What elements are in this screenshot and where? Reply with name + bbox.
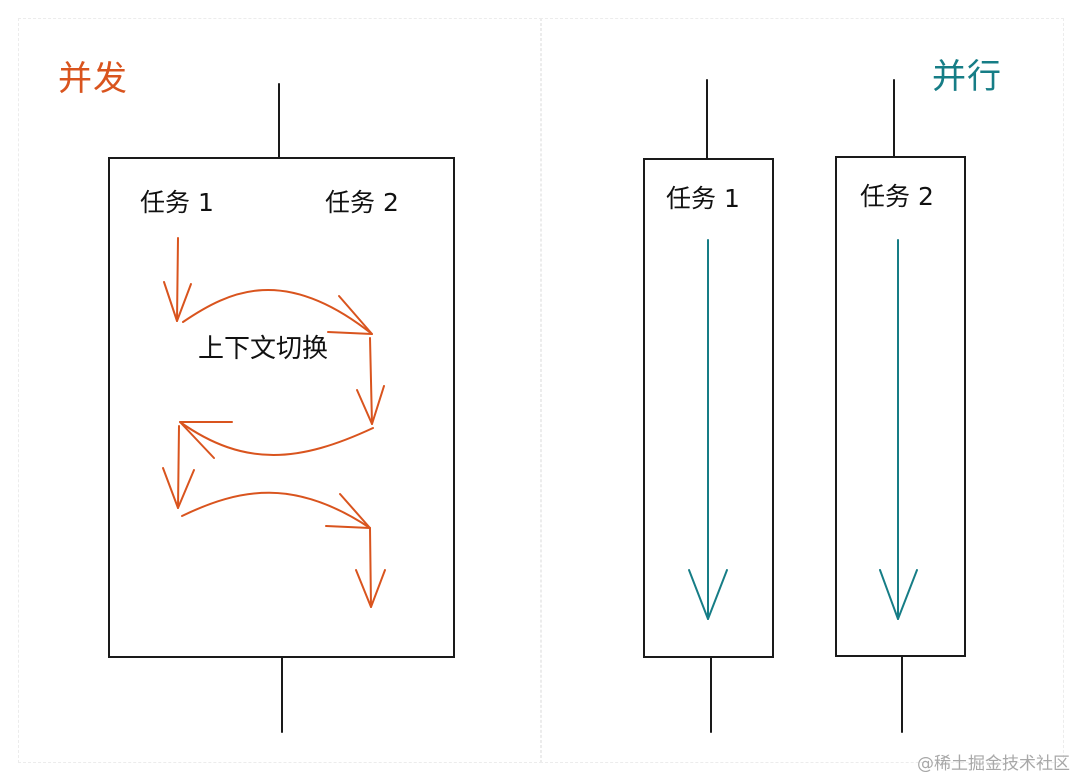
parallel-task2-box [835,156,966,657]
switch-arrow-2 [179,421,374,456]
context-switch-label: 上下文切换 [198,334,329,364]
parallelism-panel [540,18,1064,763]
parallel-task1-box [643,158,774,658]
task2-down-arrow-1 [369,337,373,425]
switch-arrow-1-head [327,295,373,335]
parallel-task2-arrow-head [879,569,918,620]
parallel-task1-label: 任务 1 [666,184,740,213]
parallelism-heading: 并行 [932,57,1002,97]
concurrency-panel [18,18,542,763]
parallel-task2-label: 任务 2 [860,182,934,211]
task2-down-arrow-1-head [356,385,385,425]
concurrent-task1-label: 任务 1 [140,188,214,217]
task2-down-arrow-2-head [355,569,386,608]
switch-arrow-2-head [179,421,233,459]
task1-down-arrow-1 [176,237,179,322]
task1-down-arrow-2 [177,425,180,509]
concurrent-task2-label: 任务 2 [325,188,399,217]
task2-down-arrow-2 [369,527,372,608]
watermark: @稀土掘金技术社区 [917,754,1070,774]
parallel-task1-arrow-head [688,569,728,620]
task1-down-arrow-2-head [162,467,195,509]
concurrent-process-box [108,157,455,658]
switch-arrow-3 [181,491,371,529]
switch-arrow-1 [182,289,373,335]
task1-down-arrow-1-head [163,281,192,322]
concurrency-heading: 并发 [58,59,128,99]
